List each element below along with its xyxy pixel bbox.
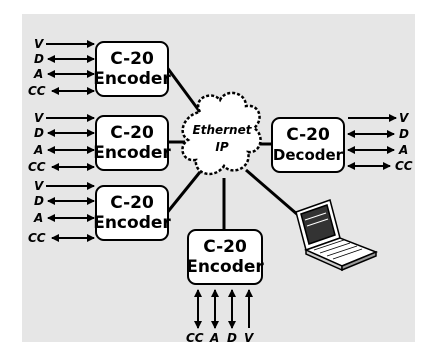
- encoder-low-signal-labels: V D A CC: [28, 179, 46, 245]
- decoder-signals: [347, 114, 397, 170]
- encoder-top-signal-labels: V D A CC: [28, 37, 46, 98]
- encoder-top-title: C-20: [110, 49, 154, 69]
- encoder-top-box: [95, 41, 169, 97]
- decoder-subtitle: Decoder: [273, 146, 344, 164]
- encoder-mid-box: [95, 115, 169, 171]
- laptop-base-side: [341, 250, 377, 272]
- encoder-bottom-box: [187, 229, 263, 285]
- decoder-signal-labels: V D A CC: [395, 111, 413, 173]
- label-d: D: [399, 127, 409, 141]
- label-a: A: [33, 211, 43, 225]
- encoder-top-signals: [46, 40, 95, 95]
- screen-line: [304, 212, 327, 221]
- encoder-mid-signal-labels: V D A CC: [28, 111, 46, 174]
- encoder-low: C-20 Encoder: [93, 185, 171, 241]
- ethernet-cloud: Ethernet IP: [181, 91, 262, 176]
- encoder-low-subtitle: Encoder: [93, 213, 171, 233]
- link-laptop: [245, 168, 299, 217]
- label-v: V: [34, 179, 45, 193]
- keyboard-keys: [313, 239, 363, 260]
- diagram-background: [22, 14, 415, 342]
- decoder-title: C-20: [286, 125, 330, 145]
- encoder-mid: C-20 Encoder: [93, 115, 171, 171]
- encoder-low-title: C-20: [110, 193, 154, 213]
- label-d: D: [34, 52, 44, 66]
- encoder-mid-subtitle: Encoder: [93, 143, 171, 163]
- encoder-low-signals: [46, 182, 95, 242]
- encoder-mid-title: C-20: [110, 123, 154, 143]
- label-a: A: [209, 331, 219, 342]
- cloud-shape: [181, 91, 262, 176]
- encoder-top: C-20 Encoder: [93, 41, 171, 97]
- screen-line: [306, 218, 329, 227]
- label-v: V: [399, 111, 410, 125]
- label-a: A: [398, 143, 408, 157]
- encoder-bottom-title: C-20: [203, 237, 247, 257]
- label-v: V: [34, 37, 45, 51]
- laptop-icon: [295, 199, 379, 272]
- label-cc: CC: [28, 84, 46, 98]
- label-a: A: [33, 143, 43, 157]
- label-d: D: [34, 194, 44, 208]
- label-cc: CC: [395, 159, 413, 173]
- label-v: V: [244, 331, 255, 342]
- cloud-line1: Ethernet: [193, 123, 253, 137]
- link-encoder-top: [164, 65, 202, 113]
- decoder: C-20 Decoder: [271, 117, 345, 173]
- encoder-bottom-signals: [194, 289, 253, 329]
- decoder-box: [271, 117, 345, 173]
- label-v: V: [34, 111, 45, 125]
- label-cc: CC: [186, 331, 204, 342]
- label-d: D: [34, 126, 44, 140]
- laptop-screen: [300, 204, 336, 245]
- encoder-mid-signals: [46, 114, 95, 171]
- encoder-bottom-signal-labels: CC A D V: [186, 331, 255, 342]
- label-cc: CC: [28, 231, 46, 245]
- encoder-bottom: C-20 Encoder: [186, 229, 264, 285]
- encoder-top-subtitle: Encoder: [93, 69, 171, 89]
- cloud-line2: IP: [215, 140, 228, 154]
- link-encoder-low: [164, 171, 202, 215]
- network-links: [164, 65, 299, 232]
- label-a: A: [33, 67, 43, 81]
- label-d: D: [227, 331, 237, 342]
- encoder-bottom-subtitle: Encoder: [186, 257, 264, 277]
- label-cc: CC: [28, 160, 46, 174]
- encoder-low-box: [95, 185, 169, 241]
